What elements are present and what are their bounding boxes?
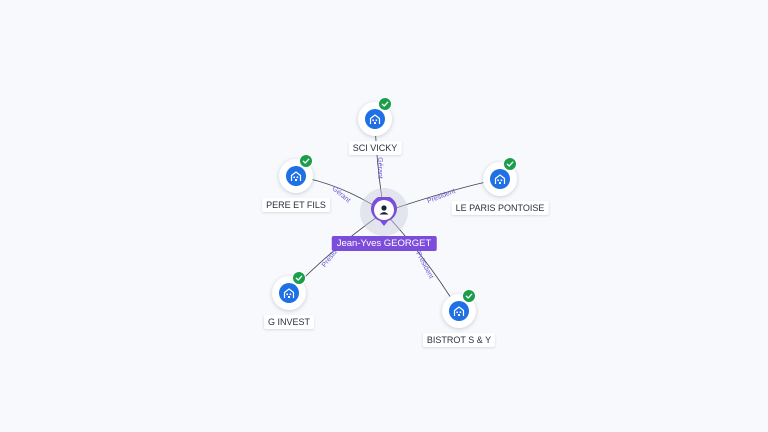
building-icon (365, 109, 385, 129)
edge-label-pere-et-fils: Gérant (331, 185, 352, 204)
building-icon (279, 283, 299, 303)
verified-check-icon (292, 271, 306, 285)
company-name-label[interactable]: BISTROT S & Y (422, 333, 496, 347)
person-name-label[interactable]: Jean-Yves GEORGET (331, 236, 437, 251)
person-pin-icon[interactable] (369, 197, 399, 227)
verified-check-icon (378, 97, 392, 111)
company-circle[interactable] (279, 154, 313, 193)
company-name-label[interactable]: SCI VICKY (348, 141, 402, 155)
edge-label-bistrot-s-y: Président (414, 251, 434, 280)
company-circle[interactable] (358, 97, 392, 136)
company-name-label[interactable]: PERE ET FILS (262, 198, 330, 212)
verified-check-icon (462, 289, 476, 303)
company-name-label[interactable]: G INVEST (263, 315, 315, 329)
edge-label-sci-vicky: Gérant (376, 157, 383, 178)
building-icon (449, 301, 469, 321)
building-icon (490, 169, 510, 189)
verified-check-icon (503, 157, 517, 171)
company-circle[interactable] (483, 157, 517, 196)
company-name-label[interactable]: LE PARIS PONTOISE (451, 201, 549, 215)
person-icon (379, 205, 389, 215)
company-circle[interactable] (442, 289, 476, 328)
verified-check-icon (299, 154, 313, 168)
company-circle[interactable] (272, 271, 306, 310)
building-icon (286, 166, 306, 186)
